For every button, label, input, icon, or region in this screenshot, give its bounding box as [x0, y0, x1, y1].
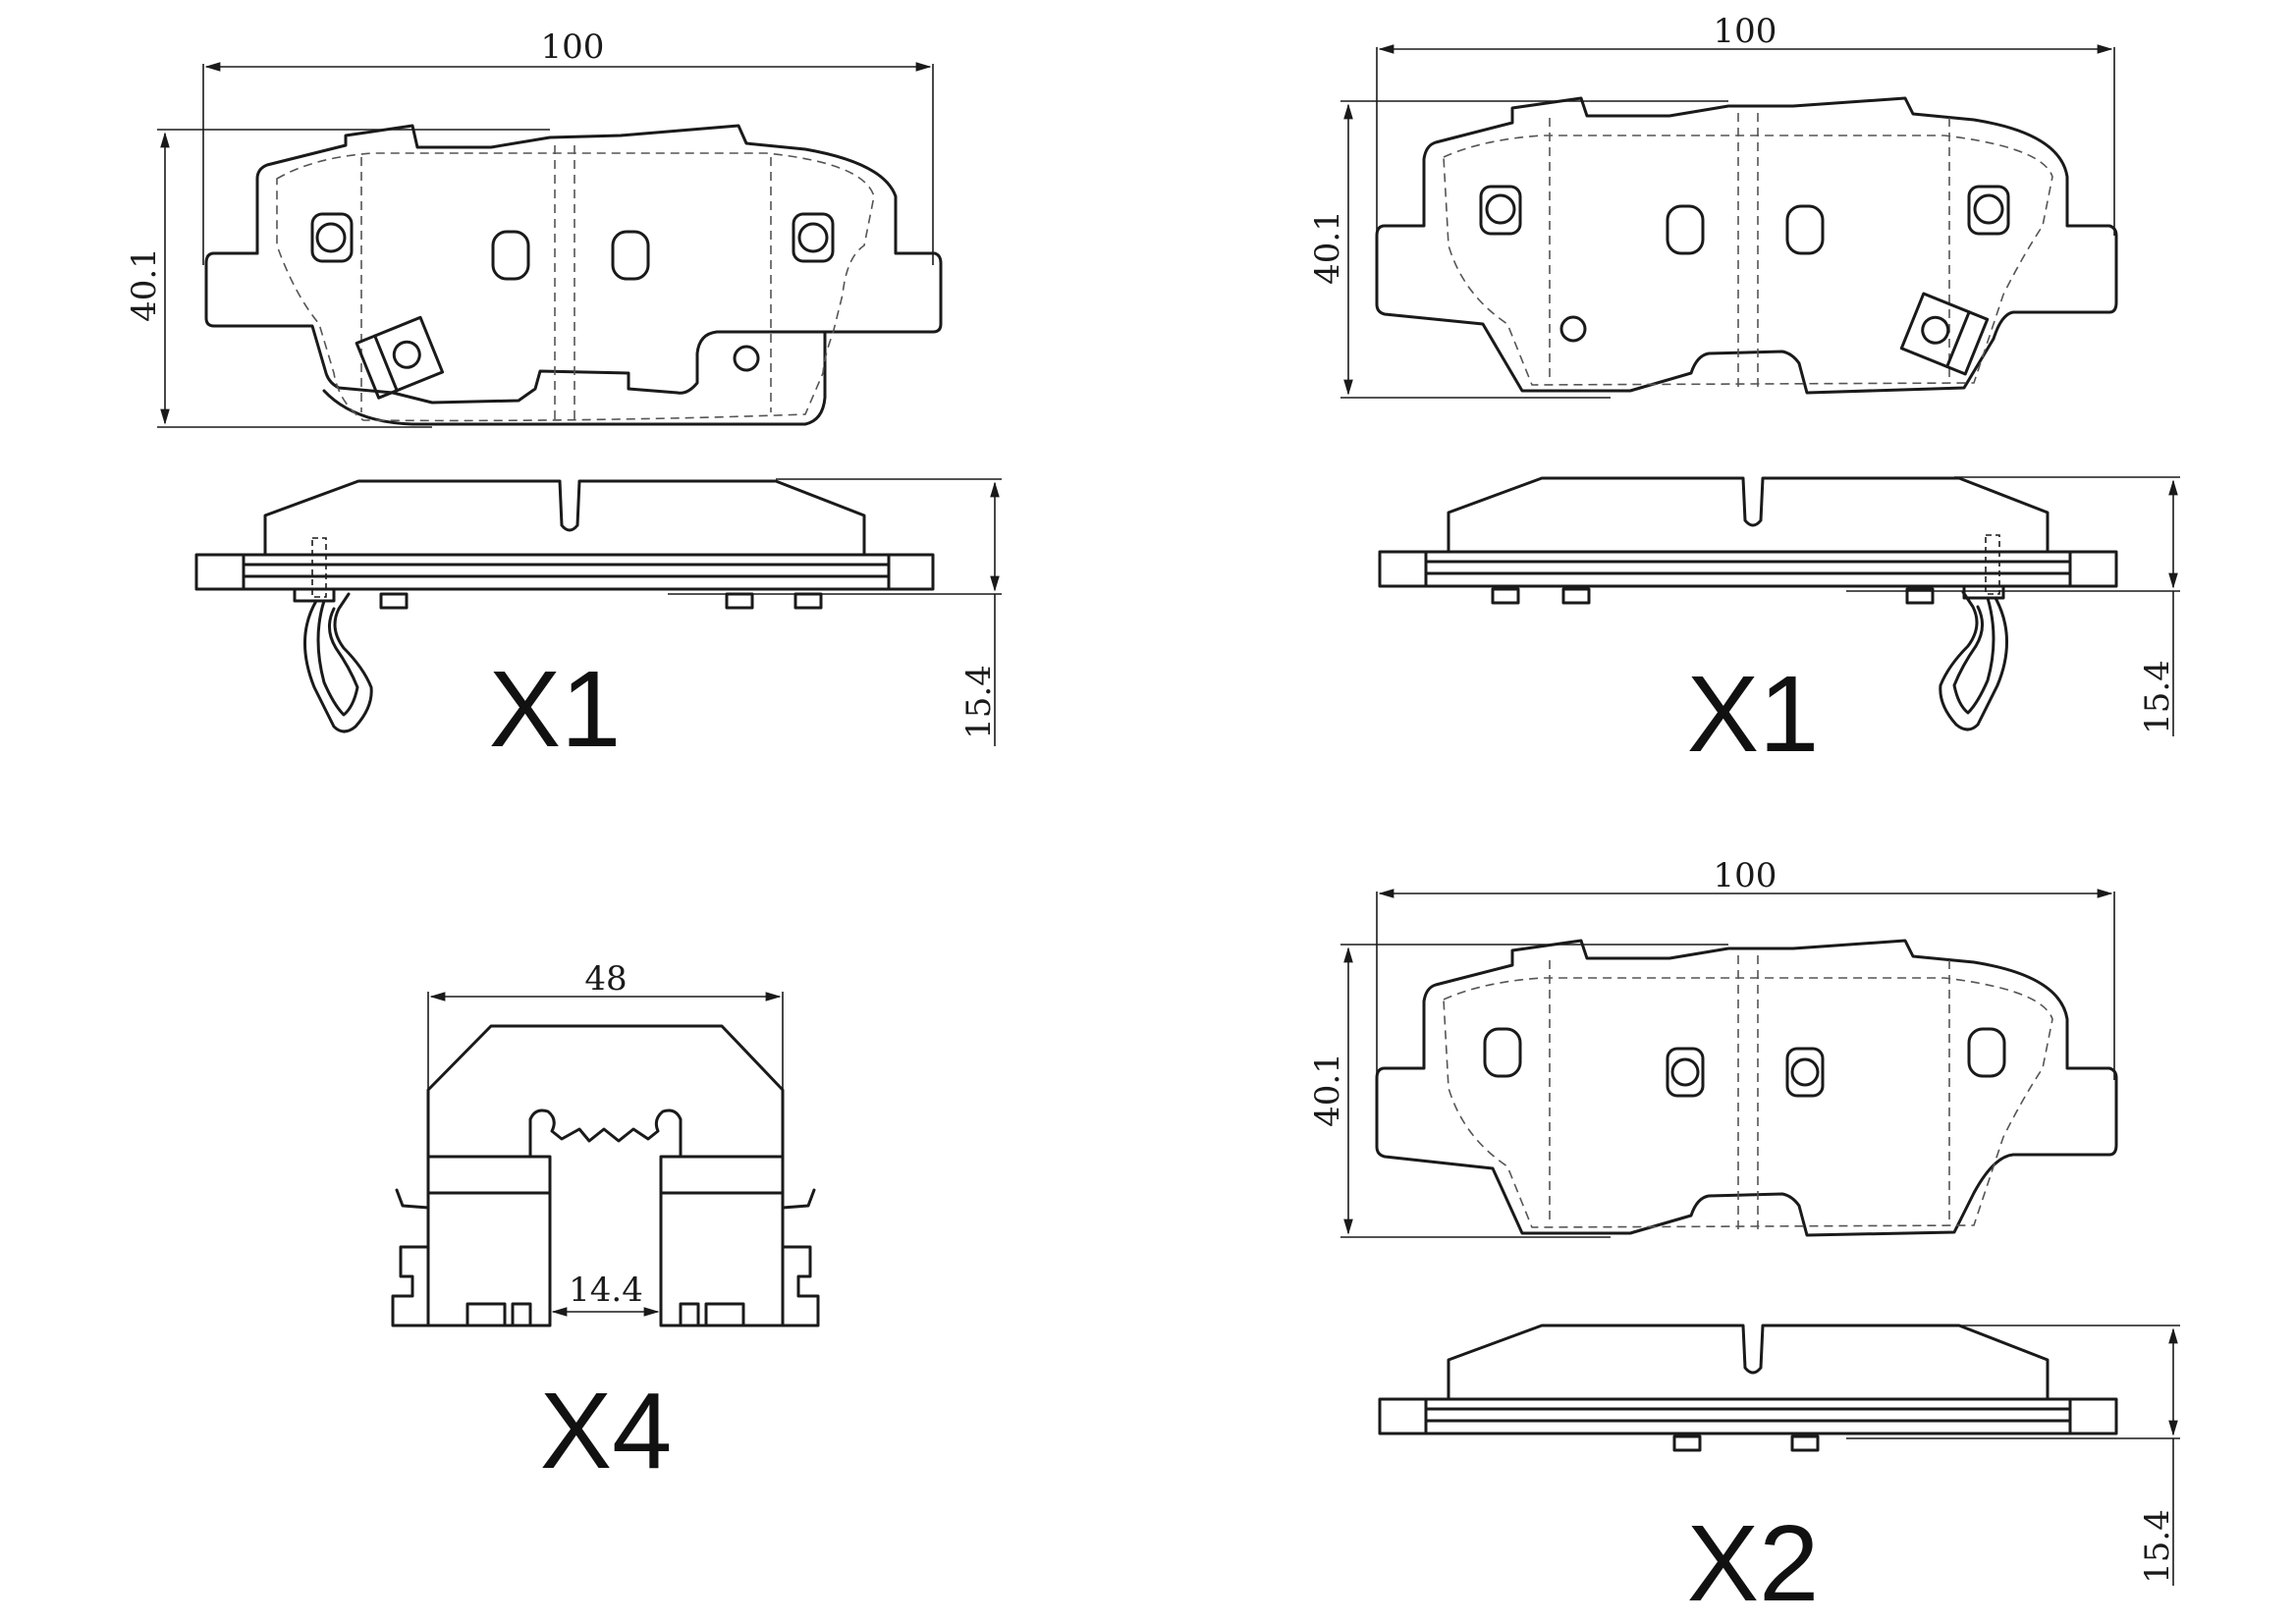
clip-gap-dimension-label: 14.4 — [569, 1271, 643, 1310]
pad-front-view-top-left: 100 40.1 — [125, 27, 943, 428]
height-dimension-label: 40.1 — [1308, 210, 1347, 285]
width-dimension-label: 100 — [541, 27, 605, 67]
pad-front-view-bottom-right: 100 40.1 — [1308, 856, 2118, 1238]
clip-width-dimension-label: 48 — [584, 959, 627, 999]
thickness-dimension-label: 15.4 — [959, 665, 999, 739]
thickness-dimension-label: 15.4 — [2138, 1509, 2177, 1584]
pad-side-view-top-right: 15.4 — [1378, 476, 2180, 736]
width-dimension-label: 100 — [1714, 856, 1777, 895]
pad-side-view-top-left: 15.4 — [194, 478, 1002, 746]
quantity-label-clip: X4 — [540, 1371, 673, 1491]
quantity-label-bottom-right: X2 — [1687, 1503, 1820, 1623]
height-dimension-label: 40.1 — [125, 247, 164, 322]
pad-side-view-bottom-right: 15.4 — [1378, 1324, 2180, 1586]
quantity-label-top-right: X1 — [1687, 654, 1820, 775]
thickness-dimension-label: 15.4 — [2138, 660, 2177, 734]
height-dimension-label: 40.1 — [1308, 1053, 1347, 1127]
quantity-label-top-left: X1 — [489, 649, 622, 770]
retaining-clip-view: 48 14.4 — [391, 959, 820, 1327]
pad-front-view-top-right: 100 40.1 — [1308, 12, 2118, 399]
width-dimension-label: 100 — [1714, 12, 1777, 51]
